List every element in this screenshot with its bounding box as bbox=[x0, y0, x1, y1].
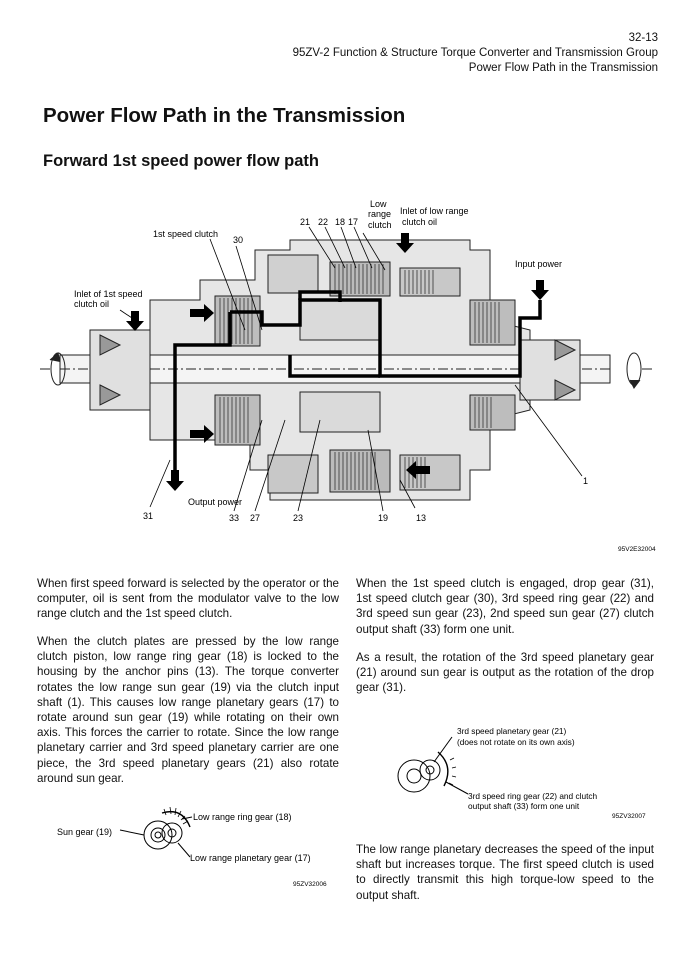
number-17: 17 bbox=[348, 217, 358, 227]
number-1: 1 bbox=[583, 476, 588, 486]
number-23: 23 bbox=[293, 513, 303, 523]
manual-title: 95ZV-2 Function & Structure Torque Conve… bbox=[292, 47, 658, 59]
low-range-gear-figure: Sun gear (19) Low range ring gear (18) L… bbox=[57, 806, 327, 888]
label-1st-speed-clutch: 1st speed clutch bbox=[153, 229, 218, 239]
label-clutch: clutch bbox=[368, 220, 392, 230]
label-low-range-ring-gear: Low range ring gear (18) bbox=[193, 812, 292, 822]
transmission-cross-section-diagram: Low range clutch Inlet of low range clut… bbox=[40, 199, 656, 553]
number-31: 31 bbox=[143, 511, 153, 521]
number-30: 30 bbox=[233, 235, 243, 245]
section-subtitle: Forward 1st speed power flow path bbox=[43, 152, 319, 170]
label-3rd-ring-1: 3rd speed ring gear (22) and clutch bbox=[468, 791, 598, 801]
label-inlet-1st-1: Inlet of 1st speed bbox=[74, 289, 143, 299]
section-name: Power Flow Path in the Transmission bbox=[468, 62, 658, 74]
figure-id-right: 95ZV32007 bbox=[612, 813, 646, 820]
page-number: 32-13 bbox=[628, 32, 658, 44]
label-3rd-ring-2: output shaft (33) form one unit bbox=[468, 801, 580, 811]
label-low-range: Low bbox=[370, 199, 387, 209]
label-3rd-planetary-2: (does not rotate on its own axis) bbox=[457, 737, 575, 747]
label-inlet-low-range-1: Inlet of low range bbox=[400, 206, 469, 216]
figure-id-left: 95ZV32006 bbox=[293, 881, 327, 888]
number-22: 22 bbox=[318, 217, 328, 227]
left-paragraph-1: When first speed forward is selected by … bbox=[37, 577, 339, 621]
label-inlet-low-range-2: clutch oil bbox=[402, 217, 437, 227]
number-33: 33 bbox=[229, 513, 239, 523]
label-range: range bbox=[368, 209, 391, 219]
right-paragraph-3: The low range planetary decreases the sp… bbox=[356, 843, 654, 902]
number-27: 27 bbox=[250, 513, 260, 523]
third-speed-gear-figure: 3rd speed planetary gear (21) (does not … bbox=[397, 726, 646, 820]
right-paragraph-2: As a result, the rotation of the 3rd spe… bbox=[356, 651, 654, 695]
label-inlet-1st-2: clutch oil bbox=[74, 299, 109, 309]
number-21: 21 bbox=[300, 217, 310, 227]
right-paragraph-1: When the 1st speed clutch is engaged, dr… bbox=[356, 577, 654, 636]
page-title: Power Flow Path in the Transmission bbox=[43, 104, 406, 127]
label-input-power: Input power bbox=[515, 259, 562, 269]
figure-id-main: 95V2E32004 bbox=[618, 546, 656, 553]
number-19: 19 bbox=[378, 513, 388, 523]
label-3rd-planetary-1: 3rd speed planetary gear (21) bbox=[457, 726, 567, 736]
label-output-power: Output power bbox=[188, 497, 242, 507]
label-sun-gear: Sun gear (19) bbox=[57, 827, 112, 837]
number-13: 13 bbox=[416, 513, 426, 523]
label-low-range-planetary-gear: Low range planetary gear (17) bbox=[190, 853, 311, 863]
left-paragraph-2: When the clutch plates are pressed by th… bbox=[37, 635, 339, 785]
number-18: 18 bbox=[335, 217, 345, 227]
